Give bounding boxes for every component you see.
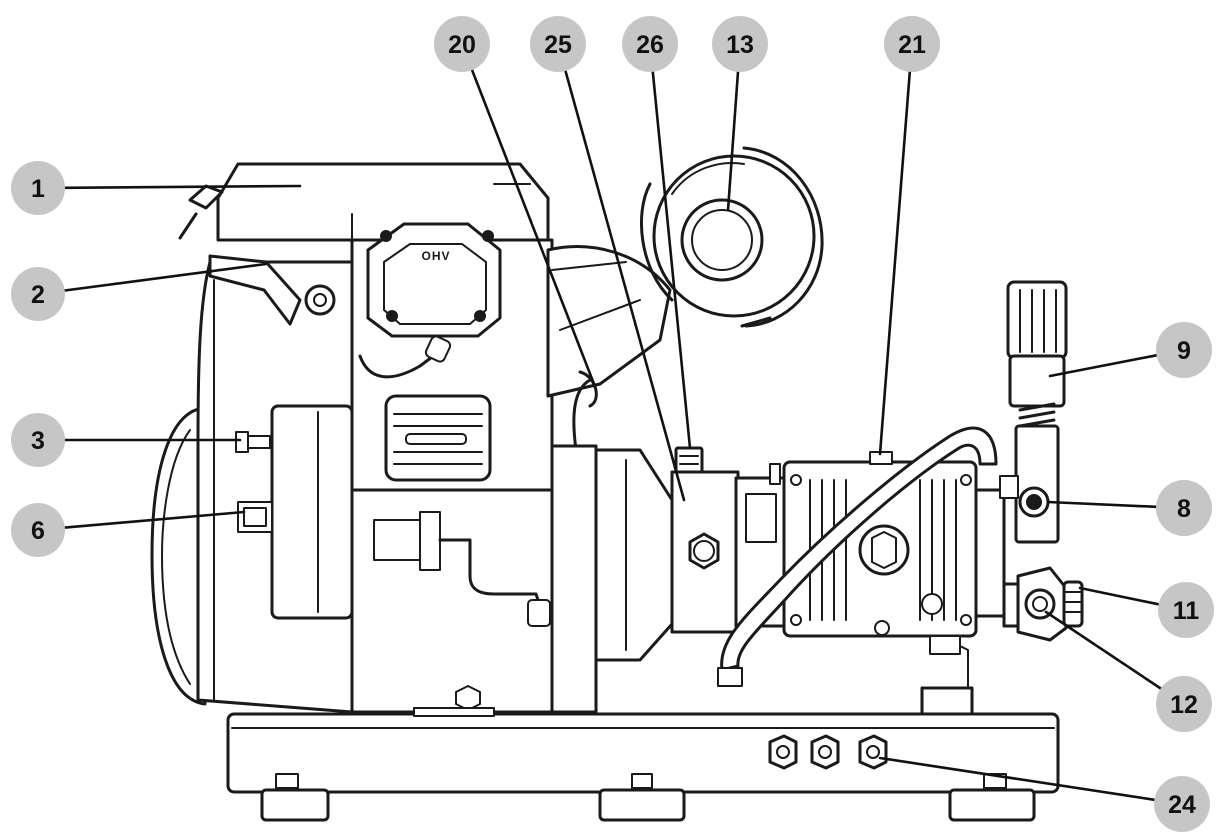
callout-6: 6: [11, 503, 246, 557]
bypass-hose: [720, 426, 998, 672]
callout-number: 25: [544, 31, 572, 59]
callout-number: 24: [1168, 791, 1196, 819]
callout-badge-13: [712, 16, 768, 72]
callout-9: 9: [1048, 322, 1212, 378]
frame-bolt: [275, 773, 299, 789]
outlet-fitting: [1002, 566, 1084, 642]
base-foot: [598, 788, 686, 822]
callout-21: 21: [878, 16, 940, 456]
leader-line-20: [470, 68, 596, 386]
callout-number: 6: [31, 517, 45, 545]
leader-line-1: [63, 184, 302, 190]
leader-line-9: [1048, 353, 1158, 378]
choke-knob: [235, 431, 249, 453]
control-panel: [270, 404, 354, 620]
callout-13: 13: [712, 16, 768, 212]
leader-line-25: [564, 69, 686, 502]
leader-line-24: [878, 756, 1156, 802]
callout-26: 26: [622, 16, 692, 450]
fuel-tank: [216, 162, 550, 242]
unloader-valve: [999, 280, 1068, 544]
pump-flange: [974, 488, 1006, 618]
callout-number: 20: [448, 31, 476, 59]
spark-plug-wire: [358, 352, 438, 379]
callout-badge-8: [1156, 480, 1212, 536]
leader-line-12: [1044, 610, 1162, 690]
callout-badge-11: [1158, 582, 1214, 638]
callout-number: 11: [1173, 597, 1200, 625]
recoil-starter: [150, 406, 207, 706]
base-frame: [226, 712, 1060, 822]
callout-badge-20: [434, 16, 490, 72]
callout-badge-2: [11, 267, 65, 321]
callout-number: 8: [1177, 495, 1191, 523]
engine: OHV: [150, 162, 672, 717]
leader-line-26: [651, 70, 692, 450]
callout-2: 2: [11, 262, 268, 321]
callout-number: 12: [1170, 691, 1198, 719]
callout-number: 2: [31, 281, 45, 309]
callout-3: 3: [11, 413, 242, 467]
mount-plate: [550, 444, 598, 714]
callout-badge-1: [11, 161, 65, 215]
callout-8: 8: [1046, 480, 1212, 536]
callout-12: 12: [1044, 610, 1212, 732]
callout-11: 11: [1078, 582, 1214, 638]
ohv-marking: OHV: [421, 249, 450, 263]
callout-badge-12: [1156, 676, 1212, 732]
callout-number: 1: [31, 175, 45, 203]
callout-1: 1: [11, 161, 302, 215]
callout-badge-25: [530, 16, 586, 72]
callout-number: 9: [1177, 337, 1191, 365]
valve-cover: [366, 222, 502, 338]
fuel-cap: [178, 184, 224, 240]
callout-badge-3: [11, 413, 65, 467]
callout-number: 21: [898, 31, 926, 59]
callout-number: 26: [636, 31, 664, 59]
callout-badge-9: [1156, 322, 1212, 378]
callout-number: 3: [31, 427, 45, 455]
leader-line-13: [726, 70, 740, 212]
leader-line-2: [63, 262, 268, 292]
base-foot: [260, 788, 330, 822]
pump: [670, 426, 1006, 716]
frame-bolt: [631, 773, 653, 789]
leader-line-11: [1078, 586, 1160, 606]
callout-24: 24: [878, 756, 1210, 832]
throttle-lever: [208, 254, 302, 326]
bell-housing: [550, 444, 674, 714]
callout-badge-24: [1154, 776, 1210, 832]
pump-mount: [920, 686, 974, 716]
callout-badge-6: [11, 503, 65, 557]
base-foot: [948, 788, 1036, 822]
leader-line-8: [1046, 500, 1158, 509]
leader-line-6: [63, 510, 246, 529]
oil-fill-cap: [674, 446, 704, 474]
callout-25: 25: [530, 16, 686, 502]
callout-badge-26: [622, 16, 678, 72]
intake-duct: [546, 245, 672, 398]
leader-line-21: [878, 70, 912, 456]
air-filter: [639, 146, 824, 328]
coupling-housing: [594, 448, 674, 662]
callout-number: 13: [726, 31, 754, 59]
callout-20: 20: [434, 16, 596, 386]
callout-badge-21: [884, 16, 940, 72]
pressure-adjust-knob: [1006, 280, 1068, 360]
outlet-nuts: [768, 734, 888, 770]
